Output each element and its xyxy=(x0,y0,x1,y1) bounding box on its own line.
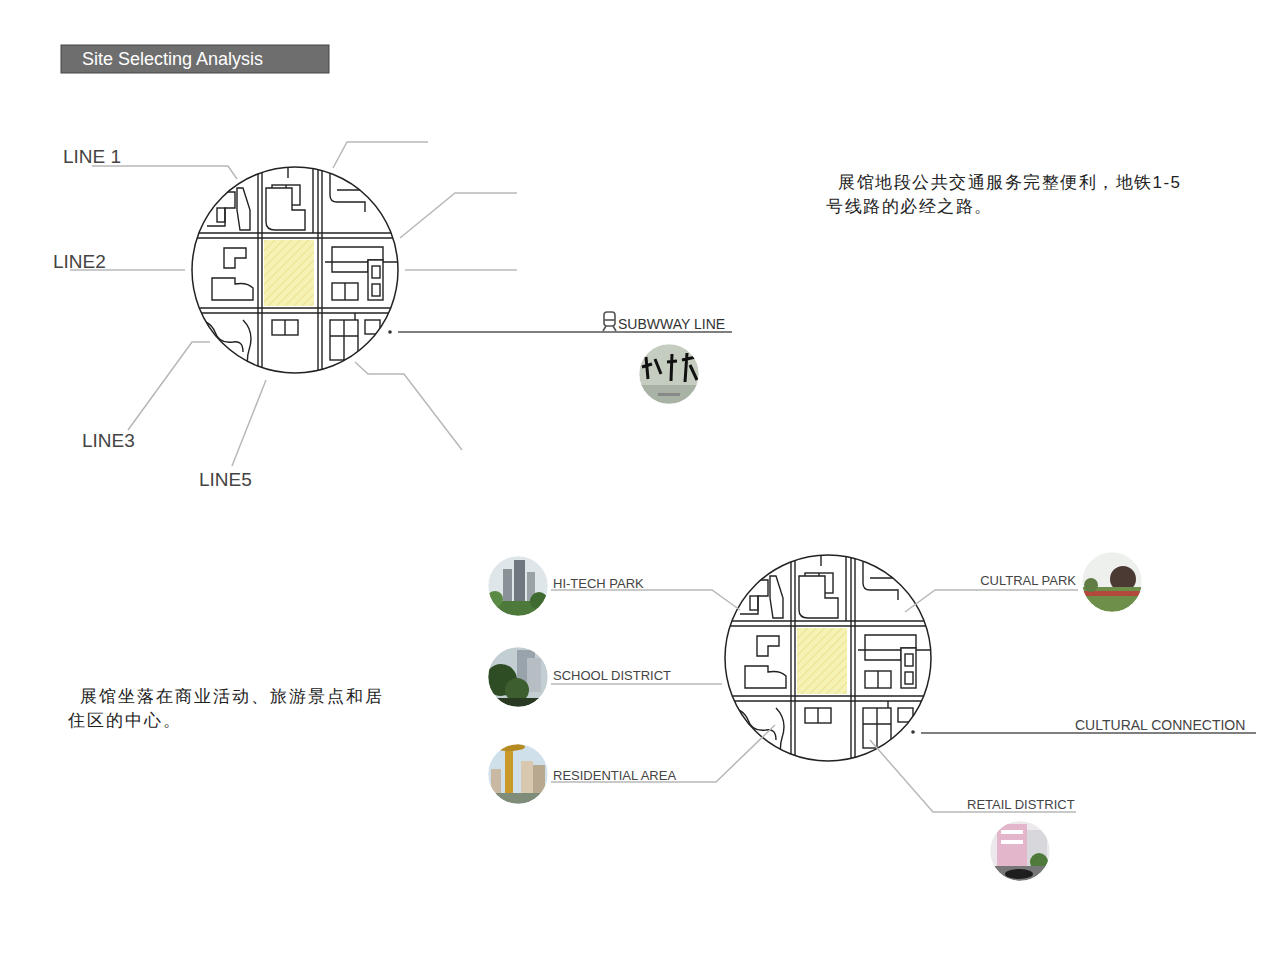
photo-circle xyxy=(487,646,549,708)
photo-label: HI-TECH PARK xyxy=(553,576,644,591)
photo-detail xyxy=(1001,830,1023,834)
photo-detail xyxy=(638,343,700,405)
photo-image xyxy=(1081,551,1143,613)
line-dot xyxy=(911,730,915,734)
photo-circle xyxy=(989,820,1051,882)
photo-circle xyxy=(638,343,700,405)
photo-node: RETAIL DISTRICT xyxy=(989,820,1051,882)
photo-node: HI-TECH PARK xyxy=(487,555,549,617)
photo-label: CULTRAL PARK xyxy=(980,573,1076,588)
photo-detail xyxy=(487,555,549,617)
photo-border xyxy=(639,344,700,405)
leader-line xyxy=(405,269,517,271)
photo-detail xyxy=(487,698,549,708)
photo-image xyxy=(487,646,549,708)
leader-line xyxy=(551,683,722,685)
leader-line xyxy=(551,590,740,610)
title-banner xyxy=(61,45,329,73)
photo-circle xyxy=(1081,551,1143,613)
photo-detail xyxy=(521,761,533,793)
line-label: LINE3 xyxy=(82,430,135,453)
photo-node: RESIDENTIAL AREA xyxy=(487,743,549,805)
photo-detail xyxy=(1001,840,1023,844)
photo-detail xyxy=(487,743,549,805)
photo-detail xyxy=(1084,578,1098,592)
line-dot xyxy=(388,330,915,734)
leader-line xyxy=(870,740,1076,812)
photo-node: SUBWWAY LINE xyxy=(638,343,700,405)
train-icon xyxy=(603,326,606,331)
leader-line xyxy=(905,590,1078,612)
photo-detail xyxy=(658,393,680,396)
leader-line xyxy=(128,342,210,430)
leader-line xyxy=(333,142,428,168)
photo-detail xyxy=(1005,869,1033,879)
connection-label: CULTURAL CONNECTION xyxy=(1075,717,1245,734)
photo-label: SUBWWAY LINE xyxy=(618,317,725,332)
photo-label: RESIDENTIAL AREA xyxy=(553,768,676,783)
photo-label: SCHOOL DISTRICT xyxy=(553,668,671,683)
photo-detail xyxy=(997,824,1027,866)
photo-node: CULTRAL PARK xyxy=(1081,551,1143,613)
photo-border xyxy=(488,556,549,617)
site-map xyxy=(185,160,405,380)
photo-label: RETAIL DISTRICT xyxy=(967,797,1075,812)
site-map xyxy=(718,548,938,768)
leader-line xyxy=(70,142,1078,812)
photo-detail xyxy=(527,658,541,692)
train-icon xyxy=(603,312,616,331)
photo-image xyxy=(989,820,1051,882)
photo-detail xyxy=(487,591,503,607)
photo-image xyxy=(487,555,549,617)
photo-image xyxy=(487,743,549,805)
photo-detail xyxy=(514,560,525,608)
leader-line xyxy=(400,193,517,238)
connection-line xyxy=(398,332,1256,733)
note-text: 展馆坐落在商业活动、旅游景点和居 住区的中心。 xyxy=(68,685,413,733)
photo-border xyxy=(1082,552,1143,613)
photo-circle xyxy=(487,555,549,617)
photo-border xyxy=(990,821,1051,882)
photo-detail xyxy=(989,820,1051,882)
photo-image xyxy=(638,343,700,405)
photo-border xyxy=(488,647,549,708)
page-title: Site Selecting Analysis xyxy=(82,45,263,73)
train-icon xyxy=(604,319,615,321)
leader-line xyxy=(232,380,266,466)
photo-detail xyxy=(1081,551,1143,613)
photo-circle xyxy=(487,743,549,805)
line-label: LINE 1 xyxy=(63,146,121,169)
note-text: 展馆地段公共交通服务完整便利，地铁1-5 号线路的必经之路。 xyxy=(826,171,1218,219)
leader-line xyxy=(551,725,775,782)
photo-detail xyxy=(533,765,545,793)
photo-border xyxy=(488,744,549,805)
line-label: LINE5 xyxy=(199,469,252,492)
leader-line xyxy=(355,362,462,450)
line-dot xyxy=(388,330,392,334)
photo-detail xyxy=(989,866,1051,882)
leader-line xyxy=(92,166,237,179)
line-label: LINE2 xyxy=(53,251,106,274)
train-icon xyxy=(613,326,616,331)
photo-detail xyxy=(642,353,697,382)
train-icon xyxy=(604,312,615,326)
photo-node: SCHOOL DISTRICT xyxy=(487,646,549,708)
